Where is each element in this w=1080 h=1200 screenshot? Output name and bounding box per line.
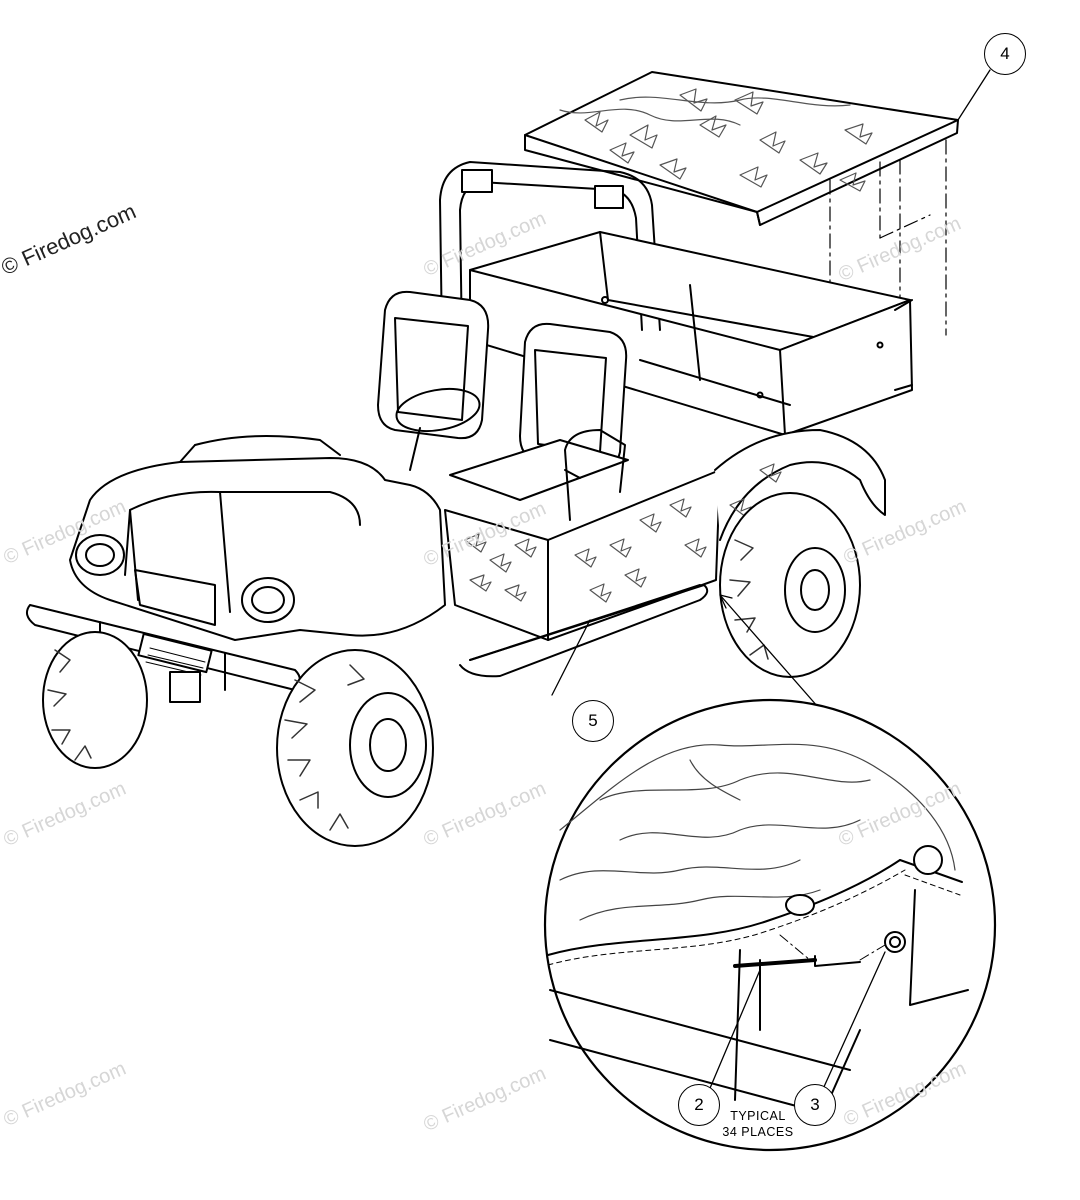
roll-bar xyxy=(439,161,661,346)
detail-magnified-view xyxy=(543,698,997,1152)
side-panel xyxy=(444,429,886,641)
roof-panel xyxy=(524,71,959,226)
cargo-box xyxy=(469,231,913,436)
note-line-1: TYPICAL xyxy=(730,1109,786,1123)
rear-wheel xyxy=(719,492,861,678)
note-line-2: 34 PLACES xyxy=(722,1125,794,1139)
callout-3: 3 xyxy=(794,1084,836,1126)
callout-4: 4 xyxy=(984,33,1026,75)
running-board xyxy=(459,584,709,678)
typical-note: TYPICAL 34 PLACES xyxy=(716,1108,800,1140)
callout-2: 2 xyxy=(678,1084,720,1126)
front-body xyxy=(69,435,446,641)
seats xyxy=(377,290,629,521)
front-right-wheel xyxy=(276,649,434,847)
front-left-wheel xyxy=(42,631,148,769)
callout-5: 5 xyxy=(572,700,614,742)
